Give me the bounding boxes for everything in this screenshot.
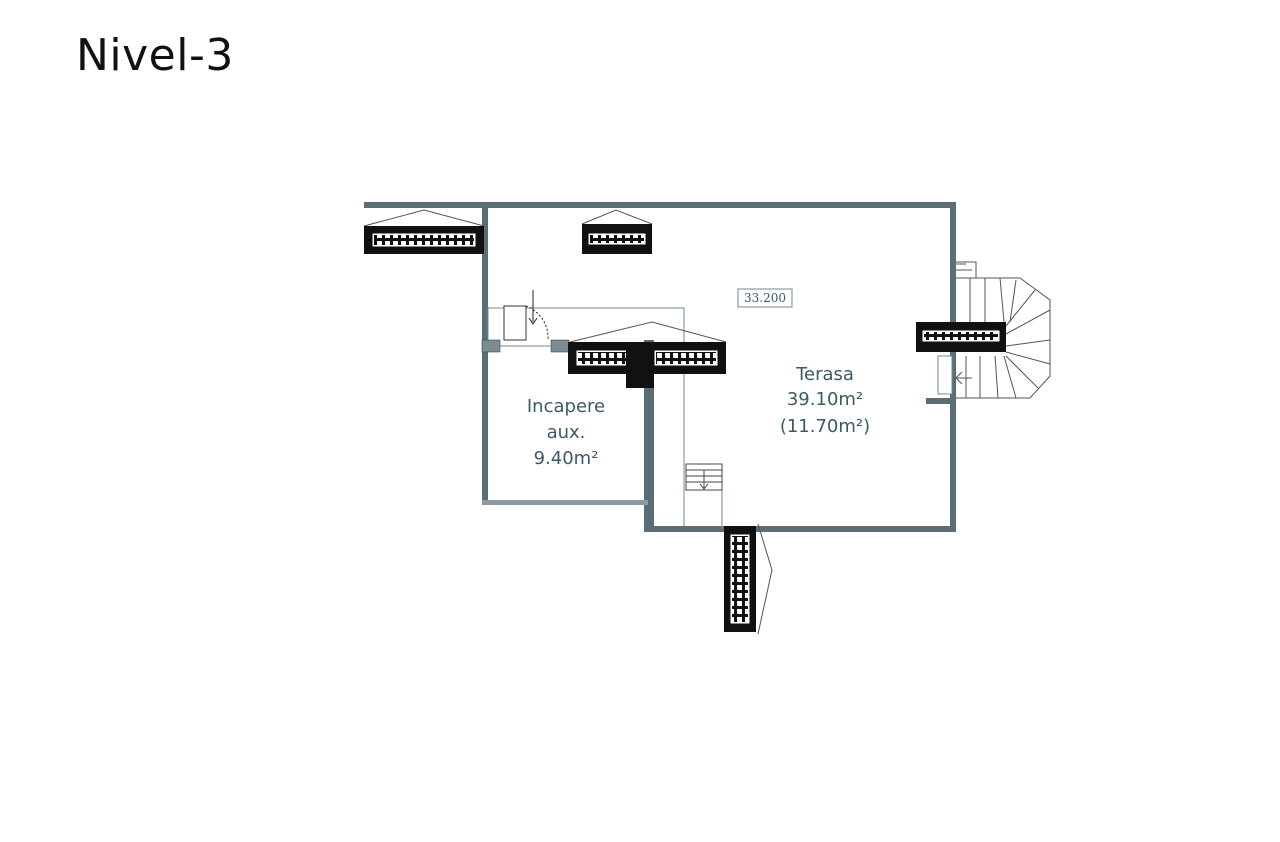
incapere-name: Incapere <box>527 396 605 417</box>
terasa-area: 39.10m² <box>787 389 863 410</box>
elevation-marker: 33.200 <box>737 288 793 308</box>
door-swing <box>503 290 549 341</box>
wall-right <box>950 202 956 532</box>
window-middle <box>568 321 727 388</box>
wall-aux-bottom <box>482 500 648 505</box>
wall-aux-top <box>481 339 501 353</box>
terasa-name: Terasa <box>795 364 854 385</box>
wall-aux-top-2 <box>550 339 570 353</box>
window-bottom-vertical <box>724 523 773 635</box>
spiral-stair <box>937 261 1051 399</box>
wall-top <box>364 202 956 208</box>
room-terasa: Terasa 39.10m² (11.70m²) <box>780 364 870 437</box>
elevation-value: 33.200 <box>744 291 786 305</box>
thin-lines <box>487 307 723 530</box>
terasa-area-secondary: (11.70m²) <box>780 416 870 437</box>
wall-stub-right <box>926 398 952 404</box>
wall-aux-left <box>482 208 488 504</box>
window-top-left <box>363 209 485 254</box>
outer-walls <box>364 202 956 532</box>
window-top-center <box>581 209 653 254</box>
wall-bottom <box>644 526 956 532</box>
incapere-area: 9.40m² <box>534 448 599 469</box>
page-title: Nivel-3 <box>76 30 234 81</box>
incapere-name-2: aux. <box>547 422 586 443</box>
room-incapere: Incapere aux. 9.40m² <box>527 396 605 469</box>
window-right <box>916 322 1006 352</box>
small-stair <box>685 463 723 491</box>
wall-inner-left <box>644 340 654 532</box>
